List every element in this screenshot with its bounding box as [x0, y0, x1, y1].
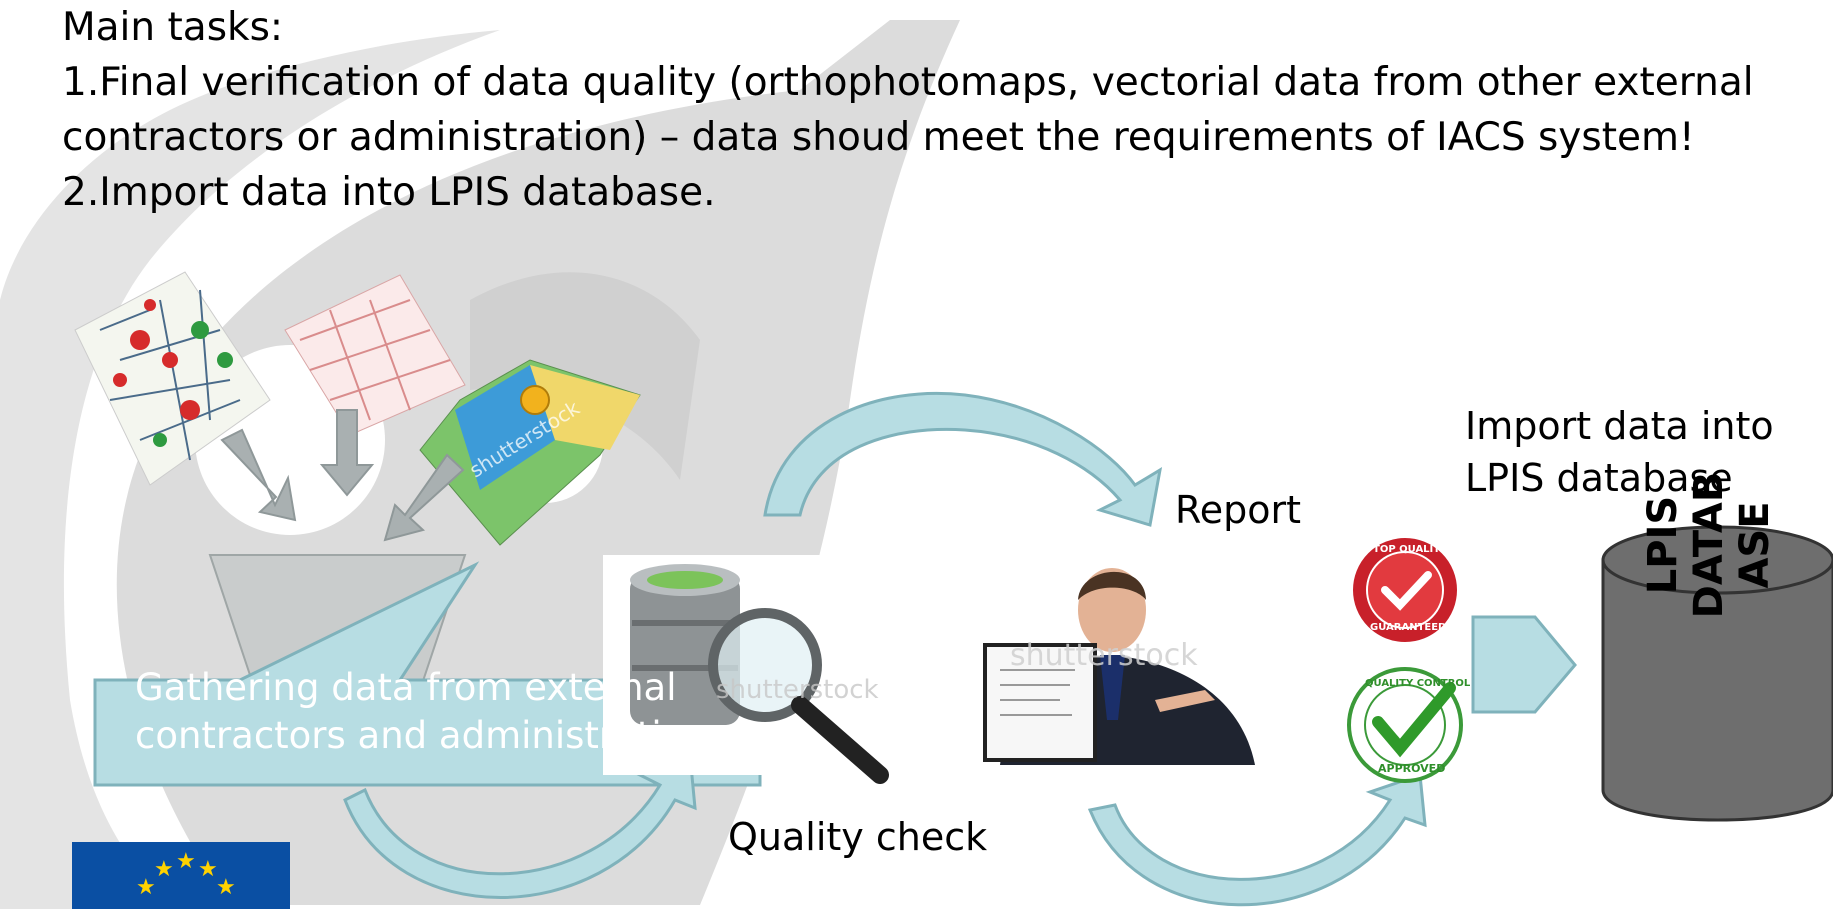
import-label-line-1: Import data into — [1465, 404, 1774, 448]
report-label: Report — [1175, 488, 1301, 532]
main-task-line-3: 2.Import data into LPIS database. — [62, 170, 716, 215]
svg-text:★: ★ — [136, 875, 156, 900]
svg-text:★: ★ — [176, 849, 196, 874]
top-quality-badge — [1349, 534, 1461, 646]
curved-arrow-bottom-left — [343, 752, 697, 899]
main-task-line-2: contractors or administration) – data sh… — [62, 115, 1695, 160]
swirl-shape-inner — [470, 272, 700, 480]
callout-line-2: contractors and administration. — [135, 714, 720, 757]
swirl-shape-left — [0, 30, 500, 909]
watermark-db: shutterstock — [716, 675, 879, 705]
badge-guaranteed-text: GUARANTEED — [1370, 622, 1447, 633]
db-label-line-3: ASE — [1732, 501, 1778, 589]
map-thumbnail-1 — [74, 271, 271, 486]
lpis-database-label: LPIS DATAB ASE — [1640, 420, 1778, 670]
import-label-line-2: LPIS database — [1465, 456, 1733, 500]
db-label-line-1: LPIS — [1640, 495, 1686, 595]
curved-arrow-top — [763, 391, 1163, 527]
badge-top-quality-text: TOP QUALITY — [1373, 544, 1448, 555]
main-tasks-text: Main tasks: 1.Final verification of data… — [62, 0, 1802, 220]
import-label: Import data into LPIS database — [1465, 400, 1774, 504]
db-label-line-2: DATAB — [1686, 471, 1732, 619]
svg-text:★: ★ — [216, 875, 236, 900]
eu-flag-logo: ★ ★ ★ ★ ★ — [72, 842, 290, 909]
main-tasks-heading: Main tasks: — [62, 5, 284, 50]
lpis-database-cylinder — [1601, 525, 1833, 822]
quality-check-label: Quality check — [728, 815, 988, 859]
badge-approved-text: APPROVED — [1378, 762, 1446, 775]
gray-arrows — [220, 409, 465, 542]
svg-text:★: ★ — [154, 857, 174, 882]
businessman-image — [965, 555, 1270, 765]
gathering-callout-text: Gathering data from external contractors… — [135, 664, 755, 760]
map-thumbnail-3 — [419, 359, 641, 546]
eu-stars-icon: ★ ★ ★ ★ ★ — [136, 849, 236, 900]
badge-quality-control-text: QUALITY CONTROL — [1365, 678, 1471, 689]
svg-text:★: ★ — [198, 857, 218, 882]
main-task-line-1: 1.Final verification of data quality (or… — [62, 60, 1754, 105]
callout-line-1: Gathering data from external — [135, 666, 677, 709]
quality-control-approved-badge — [1347, 667, 1463, 783]
gathering-callout — [93, 561, 762, 787]
curved-arrow-bottom-right — [1087, 772, 1427, 907]
map-thumbnail-2 — [284, 274, 466, 436]
watermark-person: shutterstock — [1010, 638, 1198, 673]
database-magnifier-icon — [603, 555, 903, 784]
import-arrow — [1471, 615, 1577, 714]
